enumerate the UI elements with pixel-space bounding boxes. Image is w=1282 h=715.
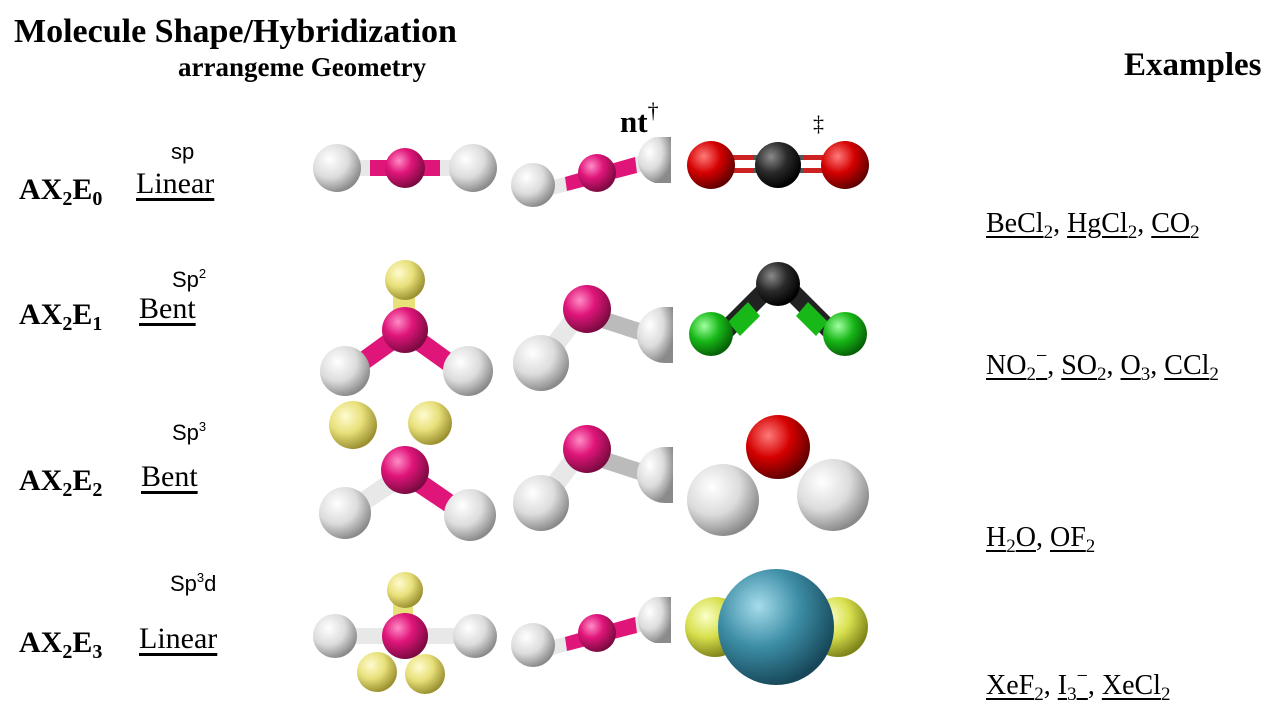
ax-notation: AX2E2: [19, 464, 103, 501]
linear-electron-model: [313, 144, 497, 192]
trigonal-bipyramidal-electron-model: [313, 572, 497, 694]
linear-molecular-model: [511, 597, 671, 667]
header-subtitle: arrangeme Geometry: [178, 52, 427, 82]
tetrahedral-electron-model: [319, 401, 496, 541]
examples-heading: Examples: [1124, 47, 1262, 83]
shape-name: Bent: [141, 460, 198, 493]
examples-text: BeCl2, HgCl2, CO2: [986, 208, 1200, 243]
hybridization-label: Sp3d: [170, 570, 217, 596]
shape-name: Linear: [136, 167, 215, 200]
nt-heading: nt†: [620, 94, 659, 139]
ax-notation: AX2E0: [19, 173, 103, 210]
trigonal-planar-electron-model: [320, 260, 493, 396]
double-dagger-mark: ‡: [813, 111, 824, 136]
examples-text: XeF2, I3−, XeCl2: [986, 665, 1171, 705]
shape-name: Bent: [139, 292, 196, 325]
hybridization-label: Sp3: [172, 419, 207, 445]
linear-molecular-model: [511, 137, 671, 207]
examples-text: NO2−, SO2, O3, CCl2: [986, 345, 1219, 385]
examples-text: H2O, OF2: [986, 522, 1096, 557]
hybridization-label: Sp2: [172, 266, 207, 292]
xef2-model: [685, 569, 868, 685]
hybridization-label: sp: [171, 139, 195, 164]
nt-dagger: †: [647, 98, 659, 123]
ccl2-model: [689, 262, 867, 356]
bent-molecular-model: [513, 425, 673, 531]
nt-label: nt: [620, 104, 648, 139]
header-title: Molecule Shape/Hybridization: [14, 13, 457, 50]
ax-notation: AX2E3: [19, 626, 103, 663]
co2-model: [687, 141, 869, 189]
h2o-model: [687, 415, 869, 536]
bent-molecular-model: [513, 285, 673, 391]
ax-notation: AX2E1: [19, 298, 103, 335]
shape-name: Linear: [139, 622, 218, 655]
